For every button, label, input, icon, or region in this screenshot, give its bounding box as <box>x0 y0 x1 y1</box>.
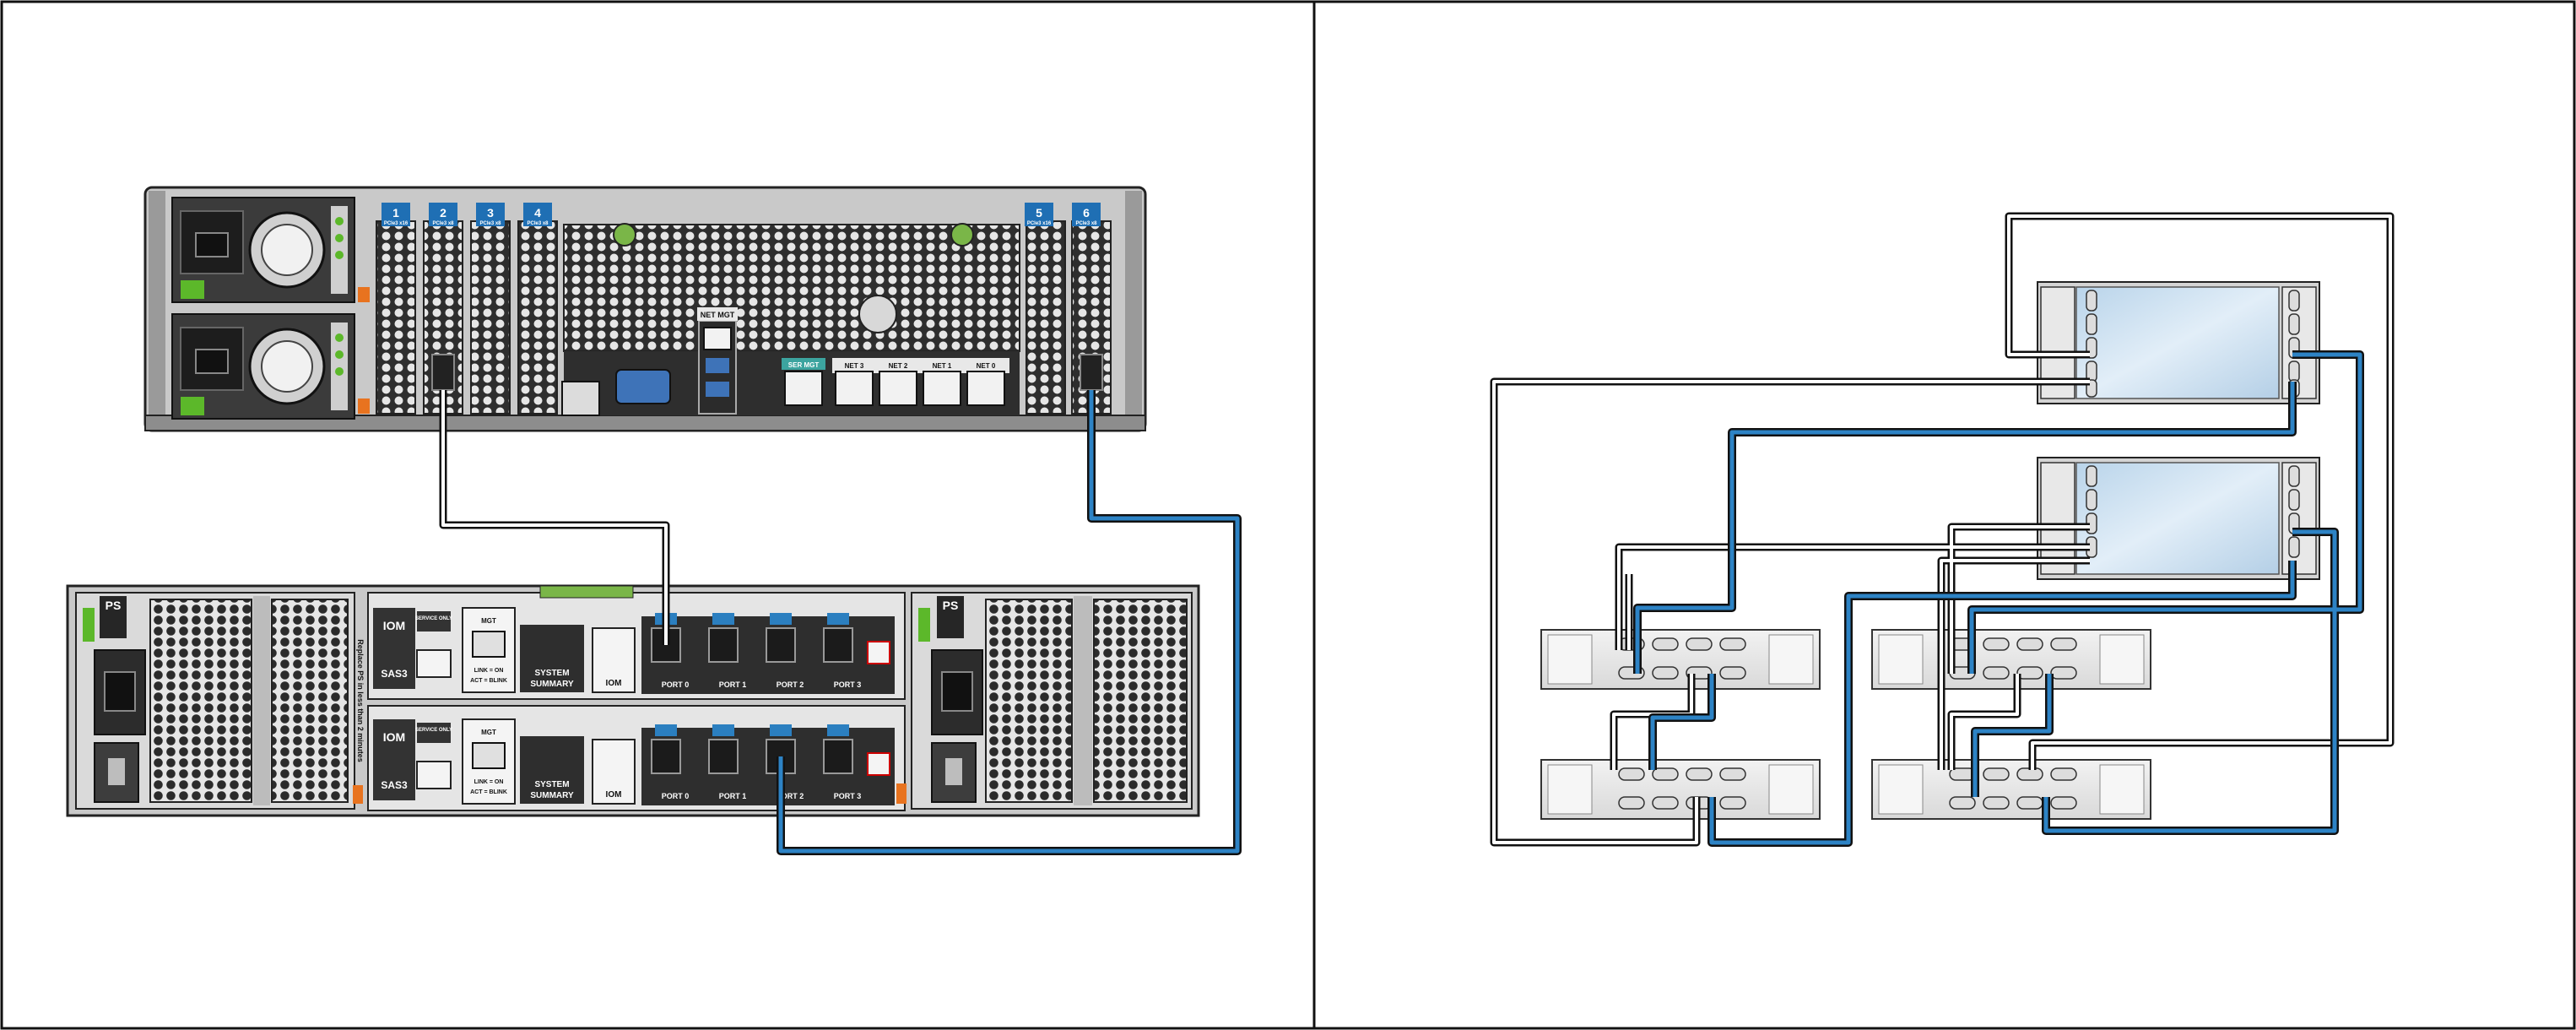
svg-text:PCIe3 x8: PCIe3 x8 <box>1075 221 1097 226</box>
iom-2-port-1-label: PORT 1 <box>719 792 747 800</box>
cable-blue-left <box>777 390 1242 855</box>
shelf-bottom-right <box>1871 759 2151 820</box>
svg-text:PCIe3 x8: PCIe3 x8 <box>432 221 454 226</box>
net-mgt-label: NET MGT <box>701 311 735 319</box>
svg-text:4: 4 <box>534 206 541 220</box>
cable-black-left <box>439 390 670 645</box>
pcie-slot-label-2: 2 PCIe3 x8 <box>429 203 457 226</box>
vga-port <box>615 369 671 404</box>
pcie-slot-3-cover <box>470 220 511 415</box>
controller-1 <box>2037 281 2320 404</box>
net-0-label: NET 0 <box>977 362 996 370</box>
iom-1-summary: SUMMARY <box>530 680 574 689</box>
server-chassis: 1 PCIe3 x16 2 PCIe3 x8 3 PCIe3 x8 4 PCIe… <box>143 186 1147 432</box>
svg-text:3: 3 <box>487 206 494 220</box>
net-3-label: NET 3 <box>845 362 864 370</box>
ser-mgt-port <box>784 371 823 406</box>
iom-2-badge: IOM <box>606 790 622 800</box>
server-psu-1 <box>171 197 355 303</box>
iom-2-service: SERVICE ONLY <box>415 728 452 733</box>
iom-2-port-0-label: PORT 0 <box>662 792 690 800</box>
iom-2-link: LINK = ON <box>474 779 504 785</box>
replace-ps-note: Replace PS in less than 2 minutes <box>356 639 365 762</box>
iom-1-mgt: MGT <box>481 617 496 625</box>
iom-1-port-0-label: PORT 0 <box>662 680 690 689</box>
svg-text:1: 1 <box>392 206 399 220</box>
shelf-top-left <box>1540 629 1821 690</box>
iom-2-sas: SAS3 <box>381 779 408 791</box>
net-1-label: NET 1 <box>933 362 952 370</box>
pcie-slot-4-cover <box>517 220 558 415</box>
net-0-port <box>966 371 1005 406</box>
iom-module-2: IOM SAS3 SERVICE ONLY MGT LINK = ON ACT … <box>367 705 906 811</box>
left-panel: 1 PCIe3 x16 2 PCIe3 x8 3 PCIe3 x8 4 PCIe… <box>66 186 1242 855</box>
shelf-psu-right: PS <box>911 592 1193 810</box>
shelf-psu-left: PS <box>75 592 355 810</box>
cables-blue-right <box>1633 350 2364 847</box>
iom-2-system: SYSTEM <box>534 780 569 789</box>
pcie-slot-label-3: 3 PCIe3 x8 <box>476 203 505 226</box>
pcie-slot-label-1: 1 PCIe3 x16 <box>382 203 410 226</box>
shelf-top-right <box>1871 629 2151 690</box>
pcie-slot-5-cover <box>1026 220 1066 415</box>
iom-1-port-2-label: PORT 2 <box>777 680 804 689</box>
iom-1-port-1 <box>708 627 739 663</box>
controller-2 <box>2037 457 2320 580</box>
iom-2-port-1 <box>708 739 739 774</box>
right-panel <box>1490 212 2395 847</box>
slot-6-sas-port <box>1080 354 1103 391</box>
net-3-port <box>835 371 874 406</box>
svg-text:PCIe3 x8: PCIe3 x8 <box>527 221 549 226</box>
iom-1-port-1-label: PORT 1 <box>719 680 747 689</box>
iom-2-port-0 <box>651 739 681 774</box>
svg-text:6: 6 <box>1083 206 1090 220</box>
iom-2-title: IOM <box>383 730 405 744</box>
iom-1-sas: SAS3 <box>381 668 408 680</box>
iom-1-service: SERVICE ONLY <box>415 616 452 621</box>
shelf-psu-right-label: PS <box>943 599 959 612</box>
disk-shelf: PS Replace PS in less than 2 minutes IOM… <box>66 584 1200 817</box>
iom-2-port-2-label: PORT 2 <box>777 792 804 800</box>
cables-black-right <box>1490 212 2395 847</box>
iom-1-act: ACT = BLINK <box>470 678 507 684</box>
iom-1-port-3-label: PORT 3 <box>834 680 862 689</box>
pcie-slot-label-4: 4 PCIe3 x8 <box>523 203 552 226</box>
net-2-label: NET 2 <box>889 362 908 370</box>
net-1-port <box>923 371 961 406</box>
ser-mgt-label: SER MGT <box>788 361 820 369</box>
locator-button <box>561 381 600 416</box>
pcie-slot-1-cover <box>376 220 416 415</box>
svg-text:PCIe3 x16: PCIe3 x16 <box>1027 221 1052 226</box>
svg-text:2: 2 <box>440 206 446 220</box>
server-vent <box>563 224 1020 352</box>
iom-1-port-3 <box>823 627 853 663</box>
iom-2-port-3-label: PORT 3 <box>834 792 862 800</box>
shelf-psu-left-label: PS <box>106 599 122 612</box>
iom-2-summary: SUMMARY <box>530 791 574 800</box>
shelf-bottom-left <box>1540 759 1821 820</box>
svg-text:5: 5 <box>1036 206 1042 220</box>
iom-1-port-2 <box>766 627 796 663</box>
iom-module-1: IOM SAS3 SERVICE ONLY MGT LINK = ON ACT … <box>367 585 906 700</box>
server-psu-2 <box>171 313 355 420</box>
svg-text:PCIe3 x8: PCIe3 x8 <box>479 221 501 226</box>
net-2-port <box>879 371 917 406</box>
iom-1-badge: IOM <box>606 679 622 688</box>
iom-1-system: SYSTEM <box>534 669 569 678</box>
iom-1-title: IOM <box>383 619 405 632</box>
iom-2-port-3 <box>823 739 853 774</box>
pcie-slot-label-6: 6 PCIe3 x8 <box>1072 203 1101 226</box>
iom-2-mgt: MGT <box>481 729 496 736</box>
iom-2-act: ACT = BLINK <box>470 789 507 795</box>
svg-text:PCIe3 x16: PCIe3 x16 <box>384 221 409 226</box>
iom-1-link: LINK = ON <box>474 668 504 674</box>
pcie-slot-label-5: 5 PCIe3 x16 <box>1025 203 1053 226</box>
slot-2-sas-port <box>431 354 455 391</box>
